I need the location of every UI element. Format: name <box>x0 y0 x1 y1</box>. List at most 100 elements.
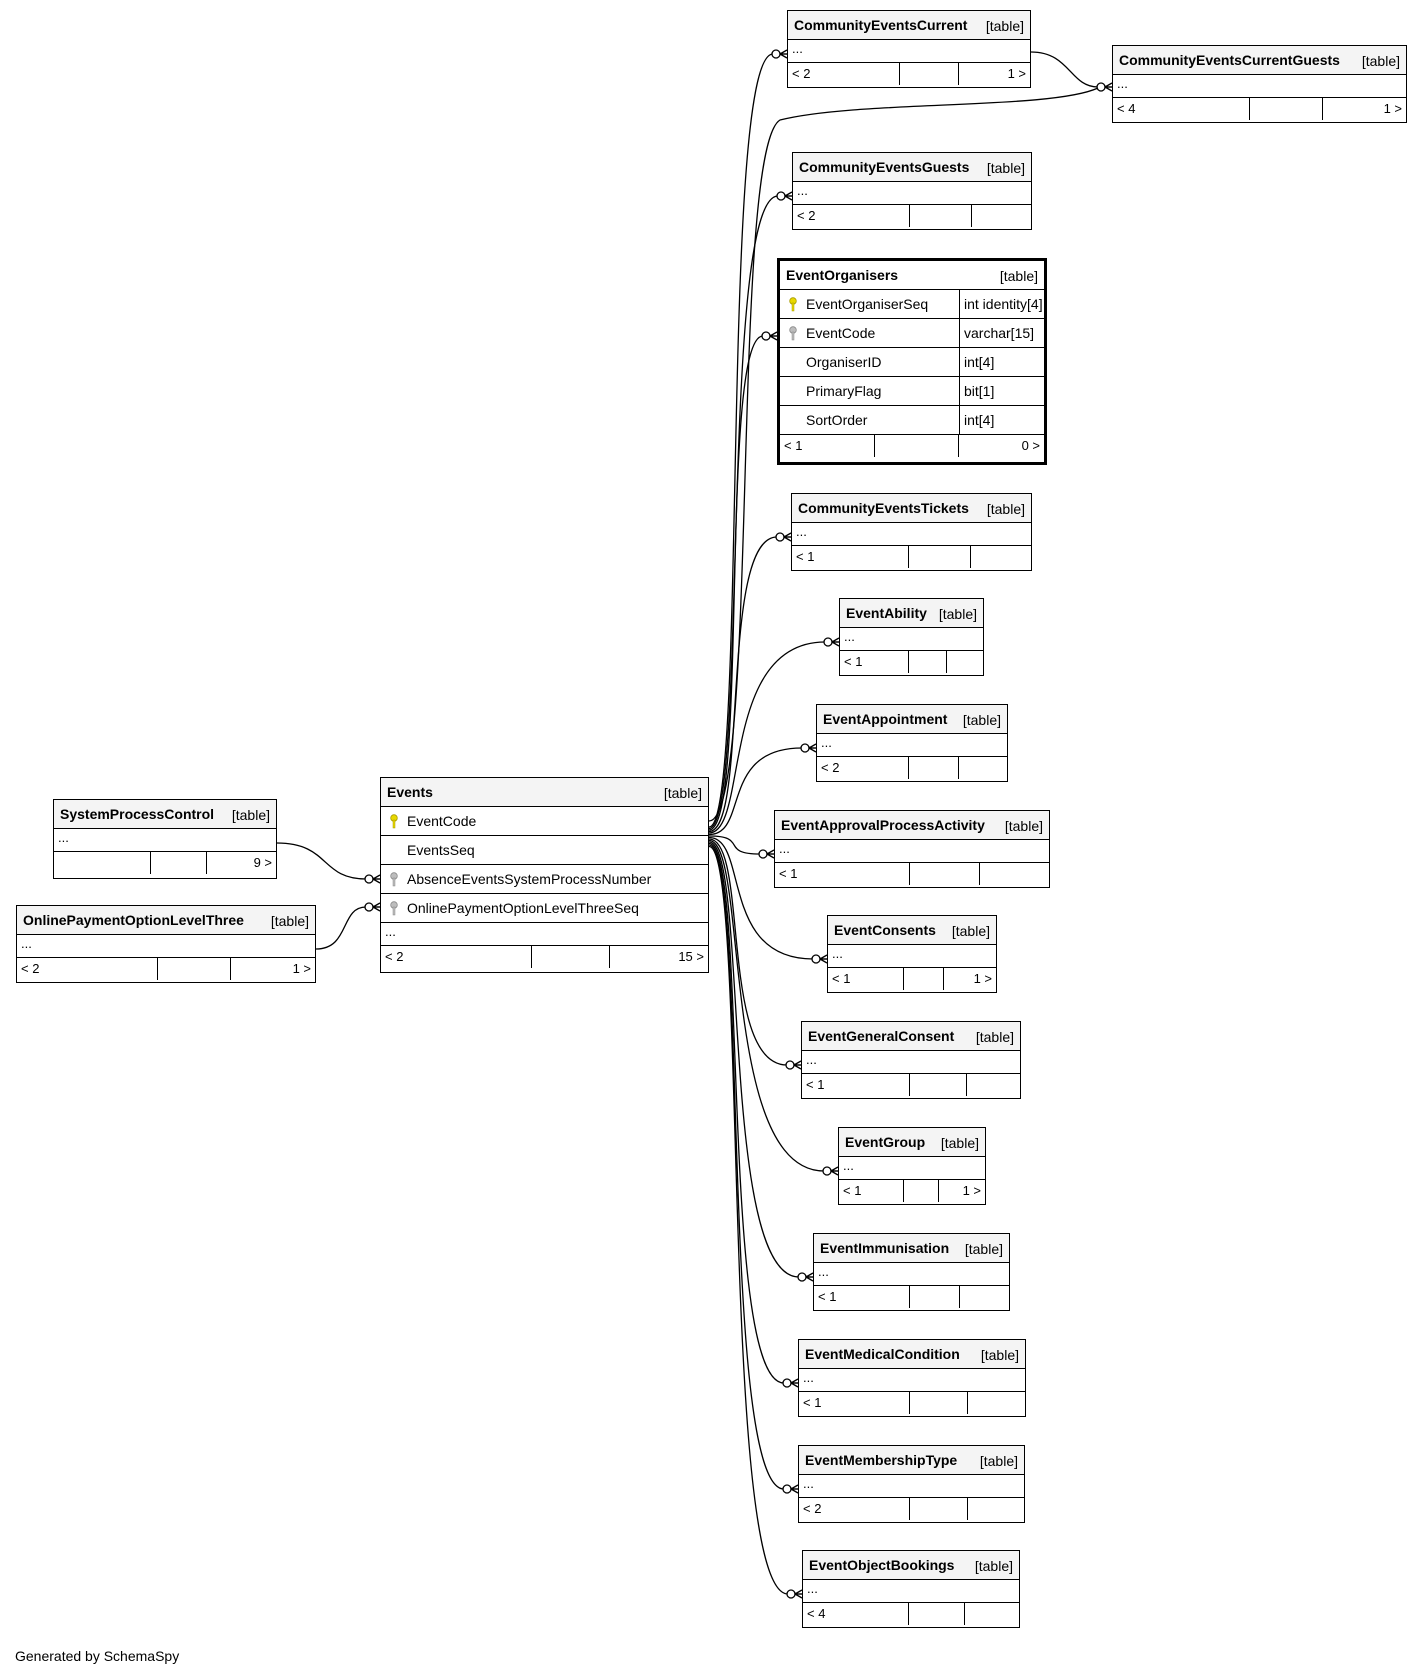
table-systemprocesscontrol[interactable]: SystemProcessControl[table] ... 9 > <box>53 799 277 879</box>
table-communityeventstickets[interactable]: CommunityEventsTickets[table] ... < 1 <box>791 493 1032 571</box>
column-row[interactable]: EventCode varchar[15] <box>780 319 1044 348</box>
primary-key-icon <box>789 297 797 312</box>
table-eventgeneralconsent[interactable]: EventGeneralConsent[table] ... < 1 <box>801 1021 1021 1099</box>
table-footer: < 2 1 > <box>788 63 1030 85</box>
table-name: CommunityEventsGuests <box>799 159 970 175</box>
crows-foot-communityeventsguests <box>776 191 793 201</box>
parent-count: < 1 <box>814 1286 910 1308</box>
table-name: EventAppointment <box>823 711 948 727</box>
column-row[interactable]: EventsSeq <box>381 836 708 865</box>
table-footer: < 1 0 > <box>780 435 1044 457</box>
child-count: 15 > <box>678 949 704 964</box>
more-columns: ... <box>17 935 315 958</box>
more-columns: ... <box>1113 75 1406 98</box>
table-name: CommunityEventsCurrentGuests <box>1119 52 1340 68</box>
table-name: EventConsents <box>834 922 936 938</box>
parent-count: < 2 <box>788 63 900 85</box>
row-count <box>532 946 610 968</box>
parent-count: < 1 <box>802 1074 910 1096</box>
parent-count: < 2 <box>817 757 909 779</box>
child-count: 9 > <box>253 855 272 870</box>
column-name: PrimaryFlag <box>806 383 882 399</box>
column-row[interactable]: AbsenceEventsSystemProcessNumber <box>381 865 708 894</box>
table-header: EventMembershipType[table] <box>799 1446 1024 1475</box>
column-row[interactable]: EventOrganiserSeq int identity[4] <box>780 290 1044 319</box>
more-columns: ... <box>54 829 276 852</box>
crows-foot-eventability <box>823 637 840 647</box>
table-footer: < 2 15 > <box>381 946 708 968</box>
table-header: EventApprovalProcessActivity[table] <box>775 811 1049 840</box>
row-count <box>910 1286 960 1308</box>
child-count <box>967 1074 1020 1096</box>
table-eventmembershiptype[interactable]: EventMembershipType[table] ... < 2 <box>798 1445 1025 1523</box>
more-columns: ... <box>840 628 983 651</box>
table-name: EventImmunisation <box>820 1240 950 1256</box>
line-events-to-eventappointment <box>708 747 816 836</box>
line-events-to-communityeventscurrent <box>708 53 787 828</box>
table-kind: [table] <box>1361 53 1400 69</box>
crows-foot-eventobjectbookings <box>786 1589 803 1599</box>
table-header: EventConsents[table] <box>828 916 996 945</box>
line-events-to-eventimmunisation <box>708 841 813 1278</box>
table-eventobjectbookings[interactable]: EventObjectBookings[table] ... < 4 <box>802 1550 1020 1628</box>
table-eventimmunisation[interactable]: EventImmunisation[table] ... < 1 <box>813 1233 1010 1311</box>
table-name: EventAbility <box>846 605 927 621</box>
child-count <box>968 1392 1025 1414</box>
column-row[interactable]: OnlinePaymentOptionLevelThreeSeq <box>381 894 708 923</box>
crows-foot-events-absence <box>364 874 381 884</box>
line-systemprocesscontrol-to-events <box>276 842 380 880</box>
column-row[interactable]: EventCode <box>381 807 708 836</box>
line-events-to-eventmembershiptype <box>708 844 798 1490</box>
foreign-key-icon <box>390 901 398 916</box>
table-onlinepaymentoptionlevelthree[interactable]: OnlinePaymentOptionLevelThree[table] ...… <box>16 905 316 983</box>
line-events-to-eventgroup <box>708 839 838 1172</box>
primary-key-icon <box>390 814 398 829</box>
column-type: int identity[4] <box>959 290 1043 318</box>
crows-foot-eventapprovalprocessactivity <box>758 849 775 859</box>
table-communityeventsguests[interactable]: CommunityEventsGuests[table] ... < 2 <box>792 152 1032 230</box>
table-communityeventscurrentguests[interactable]: CommunityEventsCurrentGuests[table] ... … <box>1112 45 1407 123</box>
more-columns: ... <box>793 182 1031 205</box>
column-row[interactable]: PrimaryFlag bit[1] <box>780 377 1044 406</box>
parent-count: < 2 <box>381 946 532 968</box>
table-eventability[interactable]: EventAbility[table] ... < 1 <box>839 598 984 676</box>
column-name: EventCode <box>806 325 876 341</box>
table-events[interactable]: Events [table] EventCode EventsSeq Absen… <box>380 777 709 973</box>
column-name: EventOrganiserSeq <box>806 296 929 312</box>
table-header: OnlinePaymentOptionLevelThree[table] <box>17 906 315 935</box>
child-count: 1 > <box>292 961 311 976</box>
table-header: EventGroup[table] <box>839 1128 985 1157</box>
table-eventapprovalprocessactivity[interactable]: EventApprovalProcessActivity[table] ... … <box>774 810 1050 888</box>
crows-foot-eventgroup <box>822 1166 839 1176</box>
parent-count: < 1 <box>775 863 910 885</box>
row-count <box>910 1392 968 1414</box>
table-eventappointment[interactable]: EventAppointment[table] ... < 2 <box>816 704 1008 782</box>
table-kind: [table] <box>974 1558 1013 1574</box>
table-kind: [table] <box>986 501 1025 517</box>
parent-count: < 1 <box>840 651 909 673</box>
column-type: int[4] <box>959 348 994 376</box>
table-footer: < 4 <box>803 1603 1019 1625</box>
child-count <box>947 651 983 673</box>
table-kind: [table] <box>964 1241 1003 1257</box>
table-footer: < 1 <box>814 1286 1009 1308</box>
more-columns: ... <box>792 523 1031 546</box>
child-count: 1 > <box>973 971 992 986</box>
table-kind: [table] <box>985 18 1024 34</box>
table-eventorganisers[interactable]: EventOrganisers [table] EventOrganiserSe… <box>777 258 1047 465</box>
column-row[interactable]: OrganiserID int[4] <box>780 348 1044 377</box>
table-kind: [table] <box>980 1347 1019 1363</box>
column-row[interactable]: SortOrder int[4] <box>780 406 1044 435</box>
table-name: OnlinePaymentOptionLevelThree <box>23 912 244 928</box>
more-columns: ... <box>381 923 708 946</box>
table-eventmedicalcondition[interactable]: EventMedicalCondition[table] ... < 1 <box>798 1339 1026 1417</box>
child-count: 1 > <box>1007 66 1026 81</box>
